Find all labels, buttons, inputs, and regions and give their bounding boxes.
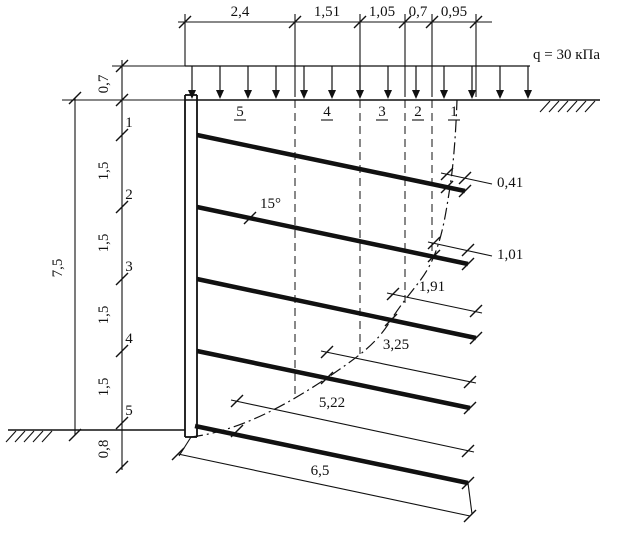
embedment-label: 0,8 <box>96 440 112 459</box>
level-number-5: 5 <box>125 403 133 419</box>
zone-number-4: 4 <box>323 104 331 120</box>
spacing-label-1: 1,5 <box>96 162 112 181</box>
anchor-length-3: 1,91 <box>419 279 445 295</box>
load-arrow <box>411 65 421 100</box>
top-dim-label-1: 2,4 <box>231 4 250 20</box>
angle-label: 15° <box>260 196 281 212</box>
slip-surface <box>190 99 458 438</box>
anchor-5 <box>194 423 469 486</box>
left-chain-ticks <box>115 59 129 474</box>
ground-hatching-right <box>539 100 596 113</box>
load-arrow <box>467 65 477 100</box>
top-dimension-ticks <box>178 15 483 29</box>
zone-number-1: 1 <box>450 104 458 120</box>
anchor-3 <box>196 276 477 341</box>
load-arrow <box>383 65 393 100</box>
load-label: q = 30 кПа <box>533 47 600 63</box>
anchor-length-5: 5,22 <box>319 395 345 411</box>
load-arrow <box>271 65 281 100</box>
level-number-3: 3 <box>125 259 133 275</box>
spacing-label-2: 1,5 <box>96 234 112 253</box>
level-number-1: 1 <box>125 115 133 131</box>
load-arrow <box>243 65 253 100</box>
anchor-length-2: 1,01 <box>497 247 523 263</box>
level-number-4: 4 <box>125 331 133 347</box>
top-dim-label-4: 0,7 <box>409 4 428 20</box>
anchor-length-4: 3,25 <box>383 337 409 353</box>
load-arrow <box>523 65 533 100</box>
angle-annotation: 15° <box>243 196 281 225</box>
spacing-label-3: 1,5 <box>96 306 112 325</box>
top-dim-label-3: 1,05 <box>369 4 395 20</box>
ground-surface <box>62 99 600 113</box>
top-dim-label-5: 0,95 <box>441 4 467 20</box>
load-arrow <box>327 65 337 100</box>
ground-hatching-left <box>5 430 53 443</box>
surcharge-load: q = 30 кПа <box>112 47 600 100</box>
anchor-4 <box>196 348 471 411</box>
anchor-length-1: 0,41 <box>497 175 523 191</box>
anchor-1 <box>196 132 466 194</box>
load-arrow <box>355 65 365 100</box>
zone-number-5: 5 <box>236 104 244 120</box>
anchor-2 <box>196 204 469 267</box>
spacing-label-4: 1,5 <box>96 378 112 397</box>
zone-numbers: 5 4 3 2 1 <box>234 104 460 121</box>
slip-crossing-ticks <box>230 180 454 438</box>
zone-number-3: 3 <box>378 104 386 120</box>
zone-number-2: 2 <box>414 104 422 120</box>
top-dim-label-2: 1,51 <box>314 4 340 20</box>
load-arrow <box>495 65 505 100</box>
load-arrow <box>187 65 197 100</box>
total-height-label: 7,5 <box>50 259 66 278</box>
anchor-dimensions: 0,41 1,01 1,91 3,25 5,22 6,5 <box>171 167 523 523</box>
surcharge-offset-label: 0,7 <box>96 74 112 93</box>
left-total-dimension: 7,5 <box>50 91 82 442</box>
anchor-length-bottom: 6,5 <box>311 463 330 479</box>
excavation-base <box>5 429 185 443</box>
load-arrow <box>215 65 225 100</box>
retaining-wall <box>184 94 198 438</box>
top-dimension-chain: 2,4 1,51 1,05 0,7 0,95 <box>178 4 492 29</box>
load-arrow <box>299 65 309 100</box>
load-arrows <box>187 65 533 100</box>
level-number-2: 2 <box>125 187 133 203</box>
anchors <box>194 132 483 490</box>
left-dimension-chain: 0,7 1,5 1,5 1,5 1,5 0,8 1 2 3 4 5 <box>96 59 133 474</box>
load-arrow <box>439 65 449 100</box>
zone-boundaries <box>184 14 477 396</box>
